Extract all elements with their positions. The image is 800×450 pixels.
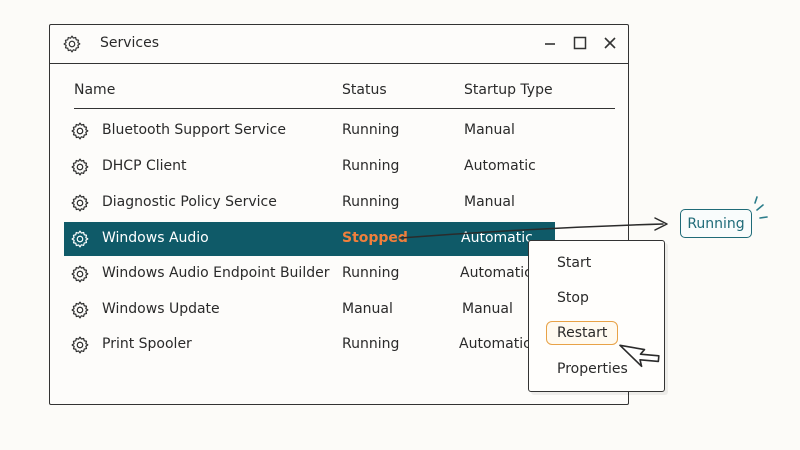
service-startup-type: Automatic [464, 158, 536, 174]
service-name: Diagnostic Policy Service [102, 194, 277, 210]
service-startup-type: Manual [464, 122, 515, 138]
gear-icon [71, 265, 89, 283]
maximize-icon[interactable] [572, 35, 588, 51]
service-startup-type: Automatic [460, 265, 532, 281]
column-header-status[interactable]: Status [342, 82, 387, 98]
service-startup-type: Manual [464, 194, 515, 210]
column-header-name[interactable]: Name [74, 82, 116, 98]
service-status: Running [342, 265, 400, 281]
sparkle-icon [754, 196, 768, 219]
gear-icon [71, 230, 89, 248]
gear-icon [71, 336, 89, 354]
service-name: DHCP Client [102, 158, 187, 174]
gear-icon [71, 194, 89, 212]
menu-item-stop[interactable]: Stop [557, 290, 589, 306]
service-name: Windows Audio [102, 230, 209, 246]
table-row[interactable]: Windows Update Manual Manual [64, 293, 555, 327]
service-status: Running [342, 122, 400, 138]
gear-icon [71, 122, 89, 140]
service-startup-type: Automatic [461, 230, 533, 246]
service-name: Print Spooler [102, 336, 192, 352]
service-name: Windows Update [102, 301, 220, 317]
menu-item-start[interactable]: Start [557, 255, 592, 271]
services-window: Services Name Status Startup Type Blueto… [49, 24, 629, 405]
service-name: Bluetooth Support Service [102, 122, 286, 138]
column-header-startup-type[interactable]: Startup Type [464, 82, 553, 98]
service-startup-type: Automatic [459, 336, 531, 352]
service-name: Windows Audio Endpoint Builder [102, 265, 330, 281]
context-menu: Start Stop Restart Properties [528, 240, 665, 392]
minimize-icon[interactable] [542, 35, 558, 51]
service-status: Running [342, 194, 400, 210]
menu-item-properties[interactable]: Properties [557, 361, 628, 377]
status-callout: Running [680, 209, 752, 238]
title-bar: Services [50, 25, 628, 64]
table-row[interactable]: Print Spooler Running Automatic [64, 328, 555, 362]
gear-icon [63, 35, 81, 53]
table-row[interactable]: Bluetooth Support Service Running Manual [64, 114, 555, 148]
table-row[interactable]: Windows Audio Endpoint Builder Running A… [64, 257, 555, 291]
service-status: Manual [342, 301, 393, 317]
gear-icon [71, 301, 89, 319]
gear-icon [71, 158, 89, 176]
table-row-selected[interactable]: Windows Audio Stopped Automatic [64, 222, 555, 256]
annotation-arrowhead [654, 217, 668, 231]
window-title: Services [100, 35, 160, 51]
service-status: Stopped [342, 230, 408, 246]
table-row[interactable]: Diagnostic Policy Service Running Manual [64, 186, 555, 220]
close-icon[interactable] [602, 35, 618, 51]
menu-item-restart[interactable]: Restart [546, 321, 619, 345]
table-header: Name Status Startup Type [74, 82, 615, 109]
table-row[interactable]: DHCP Client Running Automatic [64, 150, 555, 184]
service-status: Running [342, 336, 400, 352]
service-startup-type: Manual [462, 301, 513, 317]
service-status: Running [342, 158, 400, 174]
